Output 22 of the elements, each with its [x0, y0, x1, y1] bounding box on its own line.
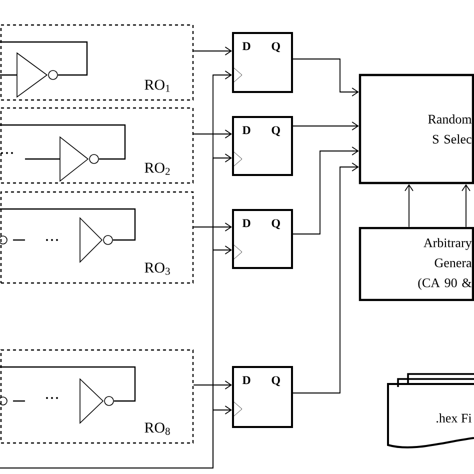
flip-flop: D Q	[232, 366, 293, 428]
arrow	[462, 184, 470, 228]
ring-label: RO$_{2}$	[144, 162, 170, 175]
process-box: Arbitrary Genera (CA 90 &	[358, 226, 474, 302]
arrow	[292, 162, 359, 394]
ring-label: RO$_{1}$	[144, 80, 170, 92]
arrow	[292, 58, 359, 96]
arrow	[292, 122, 359, 130]
arrow	[0, 406, 232, 468]
arrow	[193, 222, 232, 232]
arrow	[292, 146, 359, 234]
ring-label: RO$_{3}$	[144, 262, 170, 275]
ring-label: RO$_{8}$	[144, 422, 170, 435]
arrow	[404, 184, 414, 228]
flip-flop: D Q	[232, 116, 293, 176]
arrow	[193, 130, 232, 138]
process-box: Random S Selec	[358, 74, 474, 184]
arrow	[193, 380, 232, 390]
document-stack: .hex Fi	[387, 373, 474, 448]
flip-flop: D Q	[232, 32, 293, 93]
flip-flop: D Q	[232, 209, 293, 269]
arrow	[193, 46, 232, 56]
